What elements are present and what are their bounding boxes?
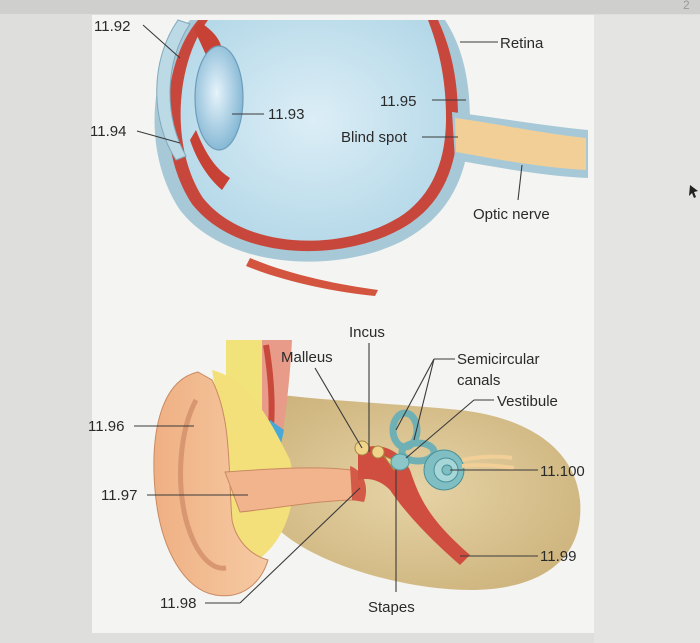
leader-malleus — [314, 367, 363, 449]
eye-iris-lower — [190, 130, 230, 190]
label-11-96: 11.96 — [88, 418, 124, 435]
label-11-97: 11.97 — [101, 487, 137, 504]
cochlea — [423, 449, 465, 491]
label-11-92: 11.92 — [94, 18, 130, 35]
label-malleus: Malleus — [281, 349, 333, 366]
leader-11-92 — [142, 24, 181, 59]
top-strip — [0, 0, 700, 14]
page-margin-shadow — [594, 15, 700, 643]
eye-cornea — [156, 19, 191, 161]
eustachian-tube — [358, 446, 470, 565]
eye-vitreous-body — [180, 20, 446, 241]
label-canals: canals — [457, 372, 500, 389]
optic-nerve — [455, 118, 586, 170]
leader-11-94 — [136, 130, 181, 144]
ear-diagram — [153, 340, 581, 597]
eye-diagram — [154, 19, 588, 296]
label-stapes: Stapes — [368, 599, 415, 616]
fat-tissue — [212, 370, 294, 560]
leader-semicircular-a — [395, 358, 435, 431]
label-11-99: 11.99 — [540, 548, 576, 565]
leader-vestibule — [405, 399, 475, 459]
label-semicircular: Semicircular — [457, 351, 540, 368]
label-11-98: 11.98 — [160, 595, 196, 612]
label-retina: Retina — [500, 35, 544, 52]
leader-semicircular-b — [413, 358, 435, 441]
leader-11-98-b — [239, 487, 361, 604]
eye-muscle — [246, 258, 378, 296]
mouse-cursor-icon — [689, 185, 698, 198]
helix-fold — [178, 398, 227, 571]
label-incus: Incus — [349, 324, 385, 341]
eye-lens — [194, 45, 244, 151]
label-vestibule: Vestibule — [497, 393, 558, 410]
vestibule — [390, 453, 410, 471]
incus-bone — [371, 445, 385, 459]
cochlear-nerve — [461, 454, 515, 470]
label-11-93: 11.93 — [268, 106, 304, 123]
label-optic-nerve: Optic nerve — [473, 206, 550, 223]
label-blind-spot: Blind spot — [341, 129, 408, 146]
label-11-100: 11.100 — [540, 463, 585, 480]
label-11-94: 11.94 — [90, 123, 126, 140]
label-11-95: 11.95 — [380, 93, 416, 110]
leader-optic-nerve — [517, 164, 523, 201]
corner-mark: 2 — [683, 0, 690, 12]
